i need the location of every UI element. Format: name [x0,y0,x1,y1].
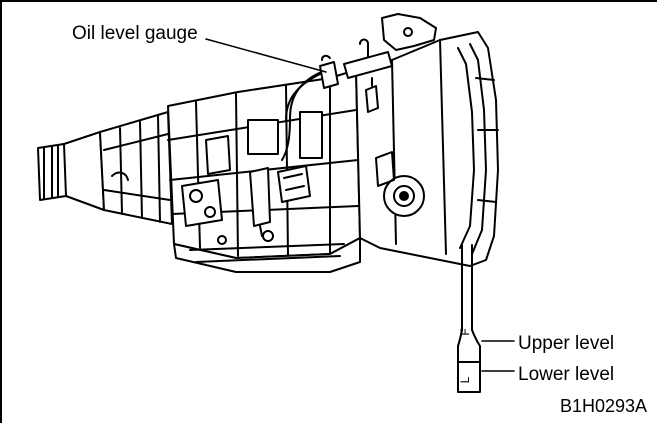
extension-housing [99,111,173,225]
oil-gauge-leader [205,38,327,73]
output-flange [37,131,105,211]
dipstick-mark-full: F [458,328,472,335]
top-bracket [343,13,437,113]
upper-level-label: Upper level [518,333,615,354]
wiring-harness [281,69,327,161]
dipstick-on-case [319,54,339,89]
oil-level-gauge-label: Oil level gauge [72,23,198,44]
figure-code-label: B1H0293A [560,396,648,416]
control-bracket [181,165,311,237]
lower-level-label: Lower level [518,364,615,385]
dipstick-detail [457,244,481,393]
dipstick-mark-low: L [458,376,472,383]
oil-pan [189,230,345,263]
converter-housing [355,31,499,267]
